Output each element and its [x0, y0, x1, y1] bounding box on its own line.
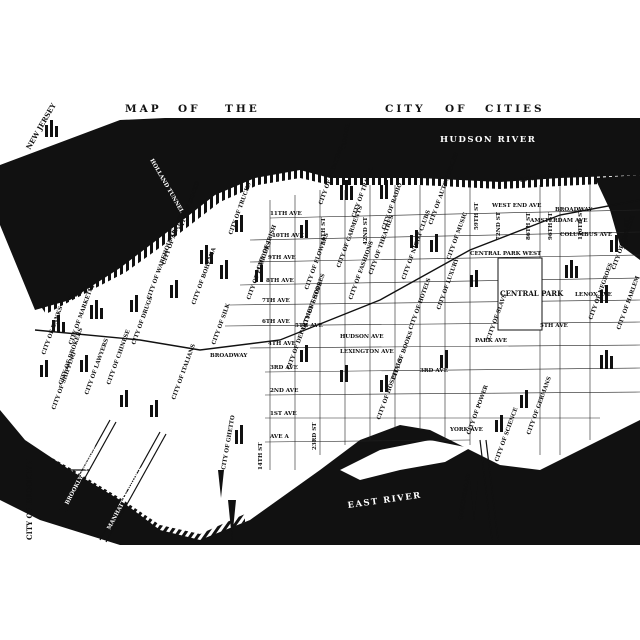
- avenue-label: 3RD AVE: [270, 365, 298, 371]
- queensboro-bridge: [479, 439, 499, 541]
- avenue-label: LENOX AVE: [575, 292, 612, 298]
- avenue-label: CENTRAL PARK WEST: [470, 251, 542, 257]
- avenue-label: LEXINGTON AVE: [340, 349, 394, 355]
- district-label: CITY OF SCIENCE: [494, 407, 519, 463]
- street-label: 34TH ST: [321, 217, 327, 245]
- hudson-river-label: HUDSON RIVER: [440, 135, 536, 145]
- east-river: [0, 410, 640, 545]
- street-label: 42ND ST: [363, 216, 369, 245]
- district-label: CITY OF SILK: [211, 302, 232, 346]
- bridge-towers: [218, 470, 478, 540]
- street-label: 14TH ST: [258, 442, 264, 470]
- street-label: 72ND ST: [496, 211, 502, 240]
- district-label: CITY OF HOTELS: [408, 277, 432, 330]
- street-label: 23RD ST: [312, 422, 318, 450]
- avenue-label: COLUMBUS AVE: [560, 232, 612, 238]
- manhattan-east-piers: [16, 440, 245, 542]
- street-grid: [224, 180, 640, 470]
- street-label: 86TH ST: [526, 212, 532, 240]
- avenue-label: 11TH AVE: [270, 211, 302, 217]
- title-word-4: CITY: [385, 103, 426, 115]
- avenue-label: 5TH AVE: [540, 323, 568, 329]
- new-jersey-shore: [0, 118, 120, 160]
- street-label: 110TH ST: [578, 208, 584, 240]
- brooklyn-label: CITY OF BROOKLYN: [25, 459, 34, 540]
- avenue-label: WEST END AVE: [491, 203, 541, 209]
- district-label: CITY OF GARMENTS: [336, 205, 364, 269]
- avenue-labels-west: 11TH AVE 10TH AVE 9TH AVE 8TH AVE 7TH AV…: [262, 211, 323, 440]
- avenue-label: 9TH AVE: [268, 255, 296, 261]
- building-clusters: [40, 120, 618, 444]
- avenue-label: 5TH AVE: [295, 323, 323, 329]
- avenue-label: AVE A: [269, 434, 289, 440]
- title-word-2: OF: [178, 103, 201, 115]
- avenue-label: 8TH AVE: [266, 278, 294, 284]
- avenue-label: 10TH AVE: [272, 233, 304, 239]
- district-label: CITY OF GERMANS: [526, 376, 553, 436]
- avenue-label: 7TH AVE: [262, 298, 290, 304]
- district-label: CITY OF LAWYERS: [84, 338, 110, 396]
- central-park: [497, 257, 543, 331]
- title-word-3: THE: [225, 103, 260, 115]
- street-label: 59TH ST: [474, 202, 480, 230]
- avenue-labels-upper: WEST END AVE AMSTERDAM AVE BROADWAY COLU…: [340, 203, 612, 433]
- avenue-label: 1ST AVE: [270, 411, 297, 417]
- avenue-label: 2ND AVE: [270, 388, 298, 394]
- avenue-label: BROADWAY: [555, 207, 593, 213]
- harlem-water: [595, 175, 640, 260]
- avenue-label: YORK AVE: [449, 427, 483, 433]
- brooklyn-shore: [0, 520, 60, 545]
- hudson-river: [0, 118, 640, 310]
- district-label: CITY OF NIGHT CLUBS: [401, 209, 432, 280]
- district-label: CITY OF BOHEMIA: [191, 246, 218, 305]
- lincoln-tunnel-label: TUNNEL: [341, 122, 352, 150]
- street-label: 96TH ST: [548, 212, 554, 240]
- title-word-1: MAP: [125, 103, 162, 115]
- road-label: HUDSON AVE: [340, 334, 384, 340]
- map-title: MAP OF THE CITY OF CITIES: [125, 103, 545, 115]
- road-label: BROADWAY: [210, 353, 248, 359]
- district-label: CITY OF IRISH: [256, 224, 278, 271]
- manhattan-west-piers: [40, 168, 640, 314]
- central-park-label: CENTRAL PARK: [500, 289, 564, 298]
- title-word-6: CITIES: [485, 103, 545, 115]
- avenue-label: 3RD AVE: [420, 368, 448, 374]
- broadway-road: [34, 199, 640, 351]
- district-label: CITY OF ITALIANS: [171, 343, 197, 400]
- brooklyn-bridge: [59, 419, 117, 513]
- street-label: 125TH ST: [624, 218, 630, 250]
- district-label: CITY OF GHETTO: [221, 415, 237, 471]
- avenue-label: 4TH AVE: [268, 341, 296, 347]
- avenue-label: PARK AVE: [475, 338, 507, 344]
- jersey-piers: [5, 122, 170, 216]
- street-labels: 14TH ST 23RD ST 34TH ST 42ND ST 59TH ST …: [258, 202, 630, 470]
- manhattan-bridge: [99, 431, 167, 543]
- welfare-island: [340, 440, 470, 480]
- title-word-5: OF: [445, 103, 468, 115]
- avenue-label: 6TH AVE: [262, 319, 290, 325]
- avenue-label: AMSTERDAM AVE: [529, 218, 588, 224]
- district-label: CITY OF DRUGS: [131, 296, 154, 346]
